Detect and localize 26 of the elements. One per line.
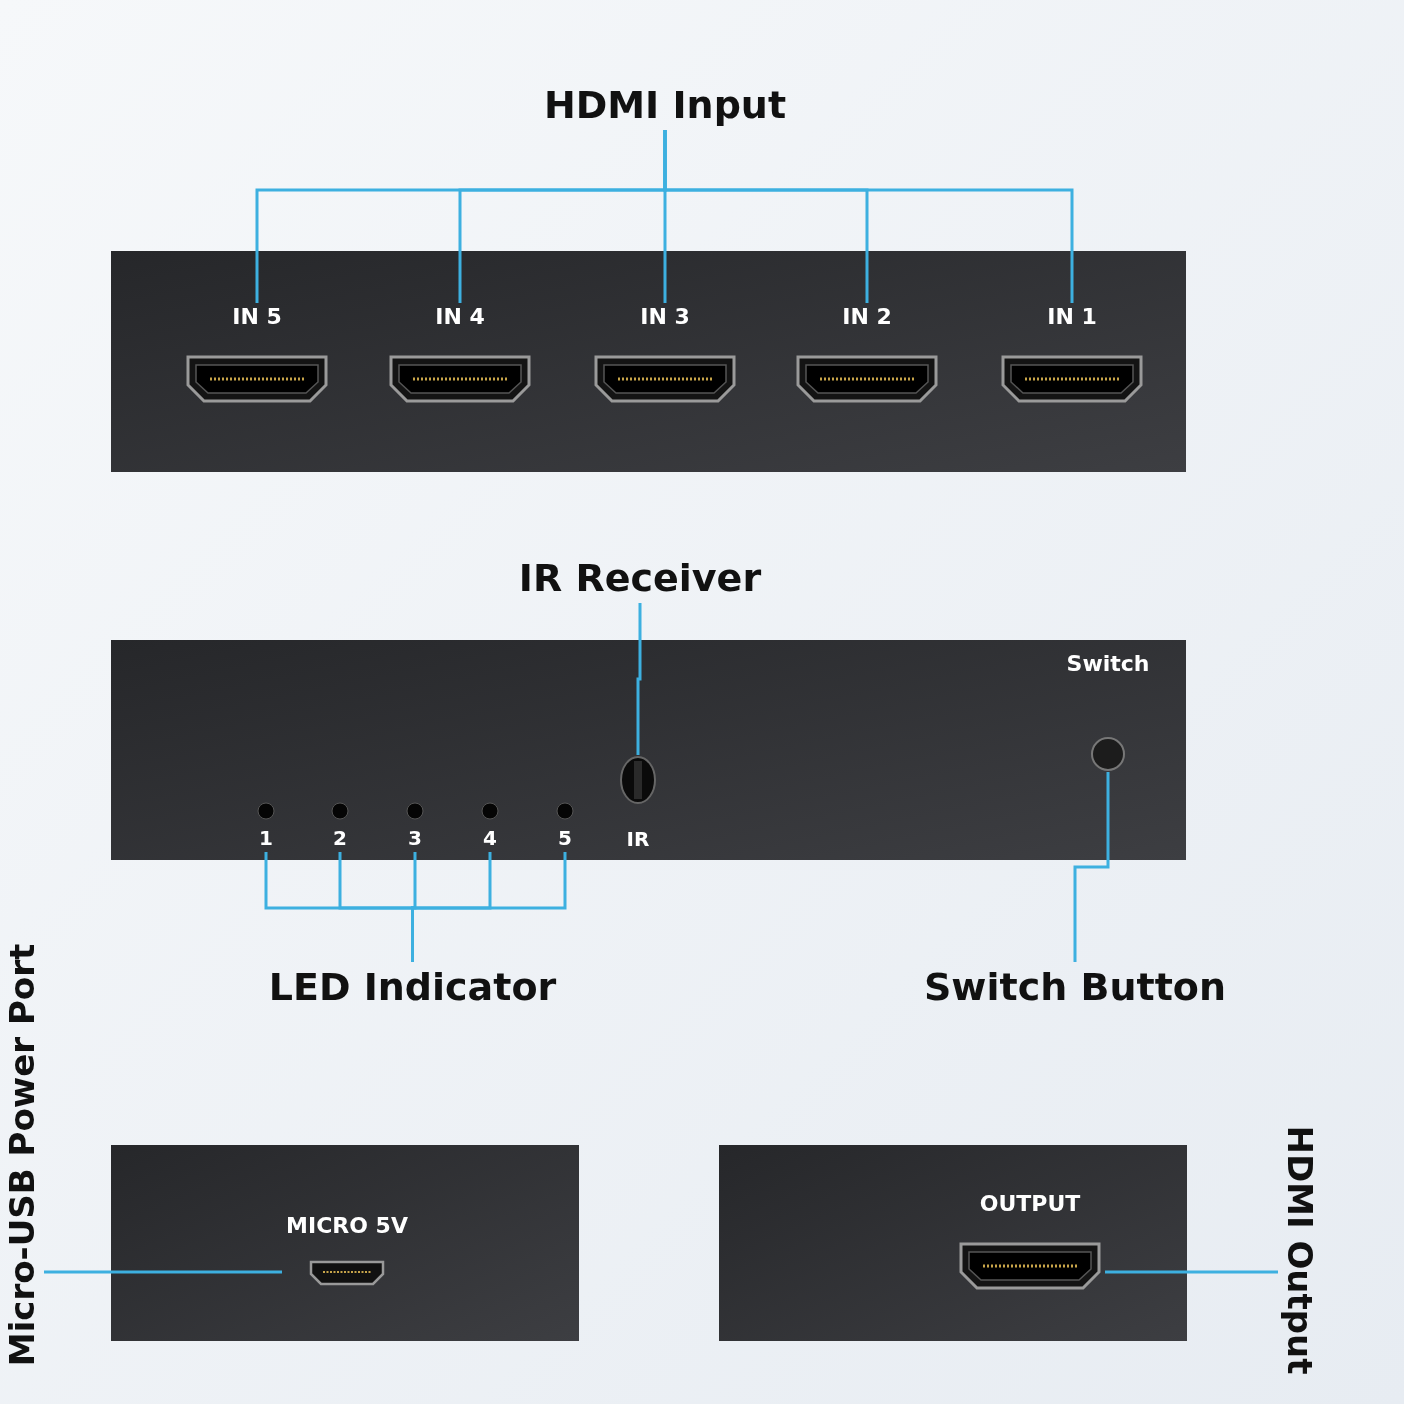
callout-label: Switch Button bbox=[905, 962, 1245, 1014]
port-label: IN 3 bbox=[639, 303, 691, 331]
port-label: IN 5 bbox=[231, 303, 283, 331]
led-number: 1 bbox=[258, 825, 274, 852]
port-label: IN 4 bbox=[434, 303, 486, 331]
port-label: MICRO 5V bbox=[285, 1212, 409, 1240]
leader-line bbox=[1073, 772, 1110, 962]
leader-line bbox=[636, 603, 642, 755]
callout-label: IR Receiver bbox=[495, 553, 785, 603]
leader-line bbox=[44, 1270, 282, 1274]
leader-line bbox=[663, 130, 1074, 303]
port-label: IN 1 bbox=[1046, 303, 1098, 331]
leader-line bbox=[1105, 1270, 1278, 1274]
port-label: OUTPUT bbox=[978, 1190, 1082, 1218]
button-label: Switch bbox=[1065, 650, 1151, 678]
led-number: 3 bbox=[407, 825, 423, 852]
led-number: 2 bbox=[332, 825, 348, 852]
led-number: 5 bbox=[557, 825, 573, 852]
sensor-label: IR bbox=[625, 826, 651, 853]
port-label: IN 2 bbox=[841, 303, 893, 331]
callout-label: HDMI Output bbox=[1278, 1100, 1322, 1400]
leader-line bbox=[411, 852, 567, 962]
callout-label: HDMI Input bbox=[520, 80, 810, 130]
led-number: 4 bbox=[482, 825, 498, 852]
callout-label: LED Indicator bbox=[250, 962, 575, 1014]
callout-label: Micro-USB Power Port bbox=[0, 905, 44, 1404]
